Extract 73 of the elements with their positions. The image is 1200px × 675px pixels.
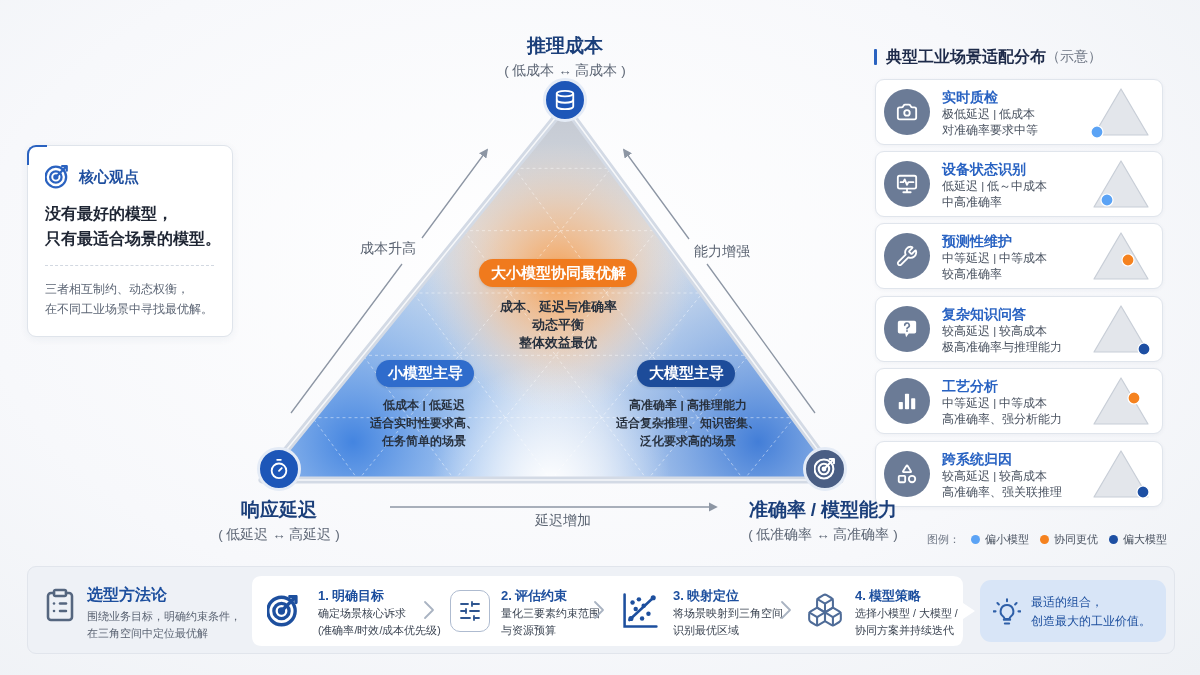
- region-description: 低成本 | 低延迟: [383, 398, 465, 413]
- scenario-title: 工艺分析: [942, 377, 999, 395]
- step-description: 将场景映射到三角空间识别最优区域: [673, 606, 784, 638]
- region-description: 适合复杂推理、知识密集、泛化要求高的场景: [615, 415, 761, 449]
- methodology-panel: [27, 566, 1175, 654]
- scenario-detail: 极高准确率与推理能力: [942, 340, 1062, 355]
- scenario-detail: 极低延迟 | 低成本: [942, 107, 1037, 122]
- scenario-title: 实时质检: [942, 88, 999, 106]
- scenario-detail: 较高延迟 | 较高成本: [942, 324, 1049, 339]
- scenario-detail: 高准确率、强关联推理: [942, 485, 1062, 500]
- insight-card: [27, 145, 233, 337]
- scenario-title: 复杂知识问答: [942, 305, 1027, 323]
- highlight-text: 最适的组合，: [1031, 594, 1104, 611]
- panel-note: （示意）: [1046, 48, 1102, 66]
- region-description: 适合实时性要求高、任务简单的场景: [369, 415, 479, 449]
- step-description: (准确率/时效/成本优先级): [318, 622, 441, 638]
- region-description: 整体效益最优: [519, 335, 597, 352]
- scenario-detail: 较高准确率: [942, 267, 1003, 282]
- scenario-card: [875, 223, 1163, 289]
- legend-label: 偏大模型: [1123, 531, 1167, 547]
- chevron-arrow: [424, 601, 434, 619]
- step-description: 选择小模型 / 大模型 /: [855, 606, 958, 621]
- legend-title: 图例：: [927, 531, 960, 547]
- scenario-detail: 中高准确率: [942, 195, 1003, 210]
- region-description: 高准确率 | 高推理能力: [629, 397, 747, 413]
- highlight-text: 创造最大的工业价值。: [1031, 613, 1151, 630]
- section-heading: 选型方法论: [87, 585, 168, 605]
- vertex-range: ( 低准确率 ↔ 高准确率 ): [748, 526, 898, 544]
- scenario-detail: 中等延迟 | 中等成本: [942, 396, 1049, 411]
- region-badge: 大模型主导: [637, 360, 735, 387]
- vertex-range: ( 低延迟 ↔ 高延迟 ): [218, 526, 340, 544]
- region-description: 动态平衡: [532, 317, 584, 334]
- chevron-arrow: [781, 601, 791, 619]
- scenario-detail: 高准确率、强分析能力: [942, 412, 1062, 427]
- scenario-card: [875, 151, 1163, 217]
- vertex-range: ( 低成本 ↔ 高成本 ): [504, 62, 626, 80]
- card-note: 三者相互制约、动态权衡，: [45, 281, 190, 298]
- key-statement: 只有最适合场景的模型。: [45, 229, 222, 249]
- scenario-detail: 中等延迟 | 中等成本: [942, 251, 1048, 266]
- step-title: 2. 评估约束: [501, 587, 569, 605]
- chevron-arrow: [594, 601, 604, 619]
- region-description: 成本、延迟与准确率: [499, 299, 617, 316]
- scenario-card: [875, 79, 1163, 145]
- region-badge: 小模型主导: [376, 360, 474, 387]
- legend-label: 偏小模型: [985, 531, 1029, 547]
- section-description: 围绕业务目标，明确约束条件，在三角空间中定位最优解: [87, 609, 242, 641]
- step-title: 4. 模型策略: [855, 587, 923, 605]
- highlight-box: [980, 580, 1166, 642]
- scenario-detail: 低延迟 | 低～中成本: [942, 179, 1048, 194]
- arrow-label: 能力增强: [694, 243, 750, 261]
- region-badge: 大小模型协同最优解: [479, 259, 637, 287]
- arrow-label: 成本升高: [360, 240, 416, 258]
- card-note: 在不同工业场景中寻找最优解。: [45, 301, 214, 318]
- step-title: 3. 映射定位: [673, 587, 741, 605]
- vertex-title: 准确率 / 模型能力: [748, 498, 898, 522]
- key-statement: 没有最好的模型，: [45, 204, 174, 224]
- step-description: 协同方案并持续迭代: [855, 622, 955, 638]
- step-description: 量化三要素约束范围与资源预算: [501, 606, 601, 638]
- scenario-title: 设备状态识别: [942, 160, 1027, 178]
- vertex-title: 推理成本: [527, 34, 603, 58]
- scenario-card: [875, 296, 1163, 362]
- scenario-title: 预测性维护: [942, 232, 1013, 250]
- scenario-card: [875, 368, 1163, 434]
- scenario-detail: 较高延迟 | 较高成本: [942, 469, 1049, 484]
- step-description: 确定场景核心诉求: [318, 606, 407, 621]
- scenario-title: 跨系统归因: [942, 450, 1013, 468]
- panel-heading: 典型工业场景适配分布: [886, 46, 1046, 67]
- scenario-detail: 对准确率要求中等: [942, 123, 1038, 138]
- vertex-title: 响应延迟: [241, 498, 317, 522]
- card-heading: 核心观点: [79, 167, 139, 187]
- legend-label: 协同更优: [1054, 531, 1098, 547]
- step-title: 1. 明确目标: [318, 587, 386, 605]
- arrow-label: 延迟增加: [535, 512, 591, 530]
